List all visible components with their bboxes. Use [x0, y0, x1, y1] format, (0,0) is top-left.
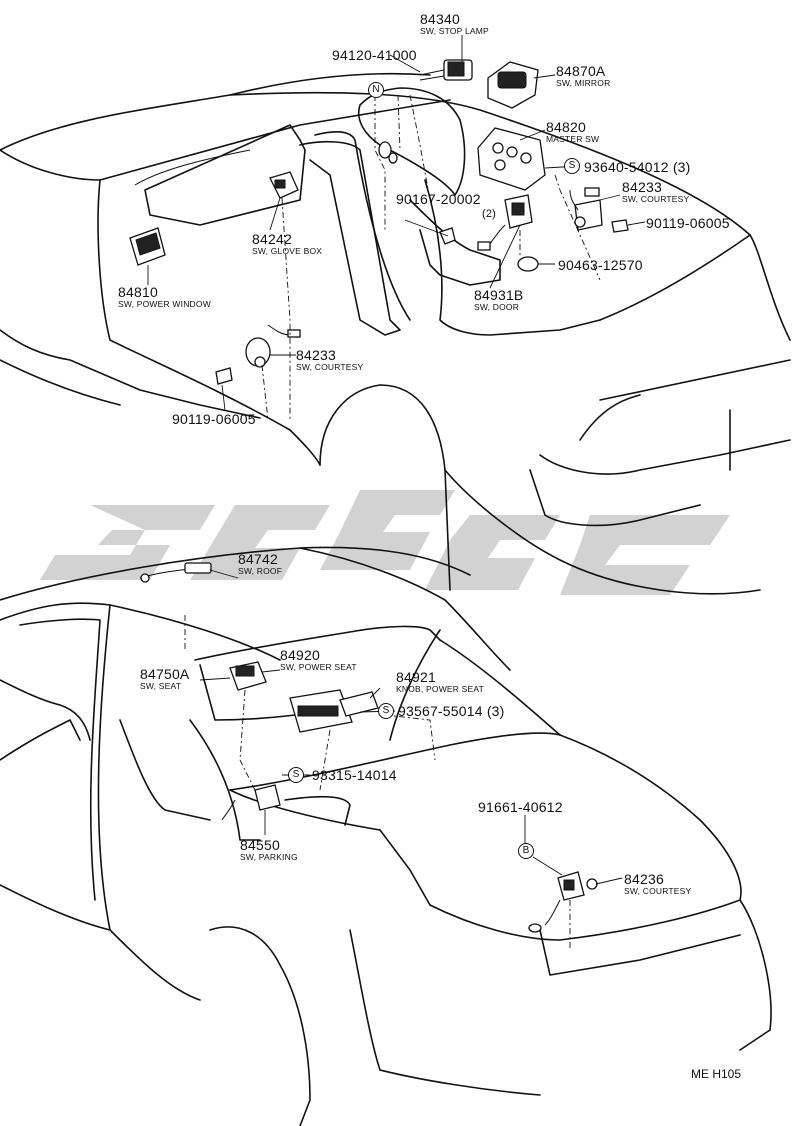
- label-84233-top: 84233 SW, COURTESY: [622, 180, 689, 204]
- leader-lines: [147, 35, 646, 950]
- label-84820: 84820 MASTER SW: [546, 120, 599, 144]
- part-number: 84236: [624, 871, 664, 887]
- part-number: 84920: [280, 647, 320, 663]
- label-93567-55014: 93567-55014 (3): [398, 704, 505, 718]
- label-84921: 84921 KNOB, POWER SEAT: [396, 670, 484, 694]
- part-number: 84870A: [556, 63, 606, 79]
- part-name: SW, DOOR: [474, 302, 520, 312]
- marker-b: B: [518, 843, 534, 859]
- part-number: 90167-20002: [396, 191, 481, 207]
- part-name: SW, POWER WINDOW: [118, 299, 211, 309]
- part-number: 84742: [238, 551, 278, 567]
- part-name: MASTER SW: [546, 134, 600, 144]
- part-number: 84750A: [140, 666, 190, 682]
- part-number: 94120-41000: [332, 47, 417, 63]
- bottom-car-body: [0, 546, 772, 1126]
- marker-n: N: [368, 82, 384, 98]
- marker-s-1: S: [564, 158, 580, 174]
- part-name: SW, COURTESY: [624, 886, 692, 896]
- label-84920: 84920 SW, POWER SEAT: [280, 648, 357, 672]
- label-84340: 84340 SW, STOP LAMP: [420, 12, 489, 36]
- part-number: 84820: [546, 119, 586, 135]
- part-name: KNOB, POWER SEAT: [396, 684, 485, 694]
- label-90119-06005-left: 90119-06005: [172, 412, 256, 426]
- label-90463-12570: 90463-12570: [558, 258, 643, 272]
- label-94120-41000: 94120-41000: [332, 48, 417, 62]
- part-number: 91661-40612: [478, 799, 563, 815]
- top-car-body: [0, 72, 791, 595]
- figure-code: ME H105: [691, 1067, 742, 1081]
- part-number: 84233: [622, 179, 662, 195]
- label-93315-14014: 93315-14014: [312, 768, 397, 782]
- part-name: SW, COURTESY: [622, 194, 690, 204]
- label-90119-06005-top: 90119-06005: [646, 216, 730, 230]
- part-number: 93567-55014 (3): [398, 703, 505, 719]
- watermark-logo: [40, 490, 730, 595]
- label-90167-20002: 90167-20002 (2): [396, 192, 496, 220]
- part-shapes: [129, 59, 629, 933]
- part-number: 90463-12570: [558, 257, 643, 273]
- part-name: SW, PARKING: [240, 852, 298, 862]
- label-84810: 84810 SW, POWER WINDOW: [118, 285, 211, 309]
- part-name: SW, COURTESY: [296, 362, 364, 372]
- part-number: 84340: [420, 11, 460, 27]
- label-84870a: 84870A SW, MIRROR: [556, 64, 610, 88]
- part-qty: (2): [482, 208, 497, 220]
- part-number: 90119-06005: [646, 215, 730, 231]
- label-84742: 84742 SW, ROOF: [238, 552, 282, 576]
- part-name: SW, ROOF: [238, 566, 283, 576]
- marker-s-3: S: [288, 767, 304, 783]
- label-84236: 84236 SW, COURTESY: [624, 872, 691, 896]
- part-number: 84233: [296, 347, 336, 363]
- part-name: SW, SEAT: [140, 681, 182, 691]
- label-84931b: 84931B SW, DOOR: [474, 288, 523, 312]
- part-number: 84242: [252, 231, 292, 247]
- part-number: 93315-14014: [312, 767, 397, 783]
- marker-s-2: S: [378, 703, 394, 719]
- part-number: 84921: [396, 669, 436, 685]
- label-91661-40612: 91661-40612: [478, 800, 563, 814]
- part-name: SW, STOP LAMP: [420, 26, 489, 36]
- label-84750a: 84750A SW, SEAT: [140, 667, 189, 691]
- label-84242: 84242 SW, GLOVE BOX: [252, 232, 322, 256]
- label-93640-54012: 93640-54012 (3): [584, 160, 691, 174]
- label-84233-left: 84233 SW, COURTESY: [296, 348, 363, 372]
- part-number: 84810: [118, 284, 158, 300]
- label-84550: 84550 SW, PARKING: [240, 838, 298, 862]
- part-name: SW, GLOVE BOX: [252, 246, 323, 256]
- part-name: SW, MIRROR: [556, 78, 611, 88]
- part-number: 90119-06005: [172, 411, 256, 427]
- part-number: 84931B: [474, 287, 524, 303]
- part-number: 93640-54012 (3): [584, 159, 691, 175]
- part-name: SW, POWER SEAT: [280, 662, 357, 672]
- part-number: 84550: [240, 837, 280, 853]
